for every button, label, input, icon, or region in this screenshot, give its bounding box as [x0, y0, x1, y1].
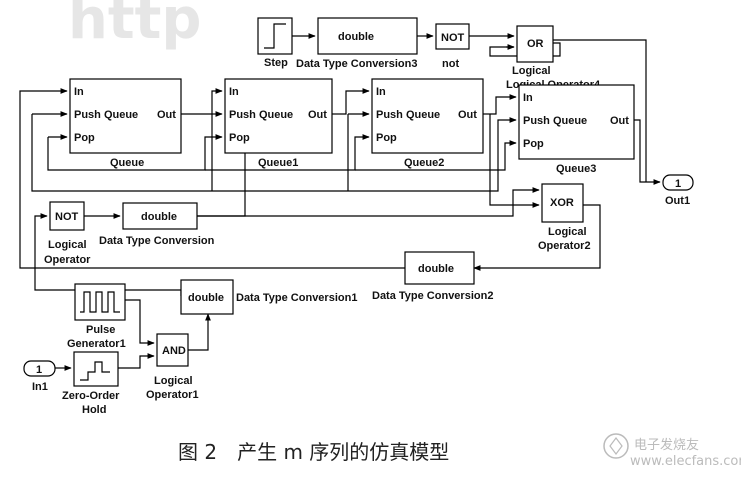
queue-out-port: Out — [157, 109, 176, 121]
queue-label: Queue — [110, 157, 144, 169]
dtc3-label: Data Type Conversion3 — [296, 58, 417, 70]
not-left-block[interactable]: NOT Logical Operator — [44, 201, 91, 266]
queue3-push-port: Push Queue — [523, 115, 587, 127]
queue1-label: Queue1 — [258, 157, 298, 169]
queue1-block[interactable]: In Push Queue Pop Out Queue1 — [224, 78, 333, 169]
queue-pop-port: Pop — [74, 132, 95, 144]
figure-caption: 图 2 产生 m 序列的仿真模型 — [178, 440, 449, 464]
dtc2-label: Data Type Conversion2 — [372, 290, 493, 302]
out1-label: Out1 — [665, 195, 690, 207]
queue2-out-port: Out — [458, 109, 477, 121]
zoh-label-2: Hold — [82, 404, 106, 416]
data-type-conversion-block[interactable]: double Data Type Conversion — [99, 202, 215, 247]
watermark-logo: 电子发烧友 www.elecfans.com — [603, 433, 741, 469]
xor-label-2: Operator2 — [538, 240, 591, 252]
queue3-out-port: Out — [610, 115, 629, 127]
or-block[interactable]: OR Logical Logical Operator4 — [506, 25, 601, 91]
out1-port-block[interactable]: 1 Out1 — [662, 174, 694, 207]
xor-text: XOR — [550, 197, 574, 209]
queue2-block[interactable]: In Push Queue Pop Out Queue2 — [371, 78, 484, 169]
queue3-block[interactable]: In Push Queue Pop Out Queue3 — [518, 84, 635, 175]
queue1-pop-port: Pop — [229, 132, 250, 144]
not-left-label-1: Logical — [48, 239, 87, 251]
data-type-conversion3-block[interactable]: double Data Type Conversion3 — [296, 17, 418, 70]
dtc1-text: double — [188, 292, 224, 304]
pulse-label-1: Pulse — [86, 324, 115, 336]
and-text: AND — [162, 345, 186, 357]
watermark-top: http — [68, 0, 202, 52]
zoh-label-1: Zero-Order — [62, 390, 120, 402]
and-label-2: Operator1 — [146, 389, 199, 401]
in1-label: In1 — [32, 381, 48, 393]
not-left-label-2: Operator — [44, 254, 91, 266]
queue2-push-port: Push Queue — [376, 109, 440, 121]
out1-number: 1 — [675, 178, 681, 190]
wires — [19, 33, 661, 371]
dtc-text: double — [141, 211, 177, 223]
queue2-label: Queue2 — [404, 157, 444, 169]
xor-block[interactable]: XOR Logical Operator2 — [538, 183, 591, 252]
queue2-pop-port: Pop — [376, 132, 397, 144]
watermark-text: 电子发烧友 — [634, 437, 699, 453]
data-type-conversion1-block[interactable]: double Data Type Conversion1 — [180, 279, 357, 315]
or-label-1: Logical — [512, 65, 551, 77]
and-block[interactable]: AND Logical Operator1 — [146, 333, 199, 401]
in1-number: 1 — [36, 364, 42, 376]
in1-port-block[interactable]: 1 In1 — [23, 360, 56, 393]
xor-label-1: Logical — [548, 226, 587, 238]
not-top-block[interactable]: NOT not — [435, 23, 470, 70]
not-top-label: not — [442, 58, 459, 70]
dtc2-text: double — [418, 263, 454, 275]
queue1-in-port: In — [229, 86, 239, 98]
queue-block[interactable]: In Push Queue Pop Out Queue — [69, 78, 182, 169]
queue3-in-port: In — [523, 92, 533, 104]
queue1-push-port: Push Queue — [229, 109, 293, 121]
queue3-pop-port: Pop — [523, 138, 544, 150]
watermark-url: www.elecfans.com — [630, 454, 741, 469]
pulse-generator-block[interactable]: Pulse Generator1 — [67, 283, 126, 350]
step-label: Step — [264, 57, 288, 69]
and-label-1: Logical — [154, 375, 193, 387]
queue-in-port: In — [74, 86, 84, 98]
data-type-conversion2-block[interactable]: double Data Type Conversion2 — [372, 251, 493, 302]
queue-push-port: Push Queue — [74, 109, 138, 121]
not-left-text: NOT — [55, 211, 79, 223]
queue2-in-port: In — [376, 86, 386, 98]
or-text: OR — [527, 38, 544, 50]
not-top-text: NOT — [441, 32, 465, 44]
queue3-label: Queue3 — [556, 163, 596, 175]
dtc-label: Data Type Conversion — [99, 235, 215, 247]
step-block[interactable]: Step — [257, 17, 293, 69]
pulse-label-2: Generator1 — [67, 338, 126, 350]
queue1-out-port: Out — [308, 109, 327, 121]
zero-order-hold-block[interactable]: Zero-Order Hold — [62, 351, 120, 416]
dtc1-label: Data Type Conversion1 — [236, 292, 357, 304]
dtc3-text: double — [338, 31, 374, 43]
